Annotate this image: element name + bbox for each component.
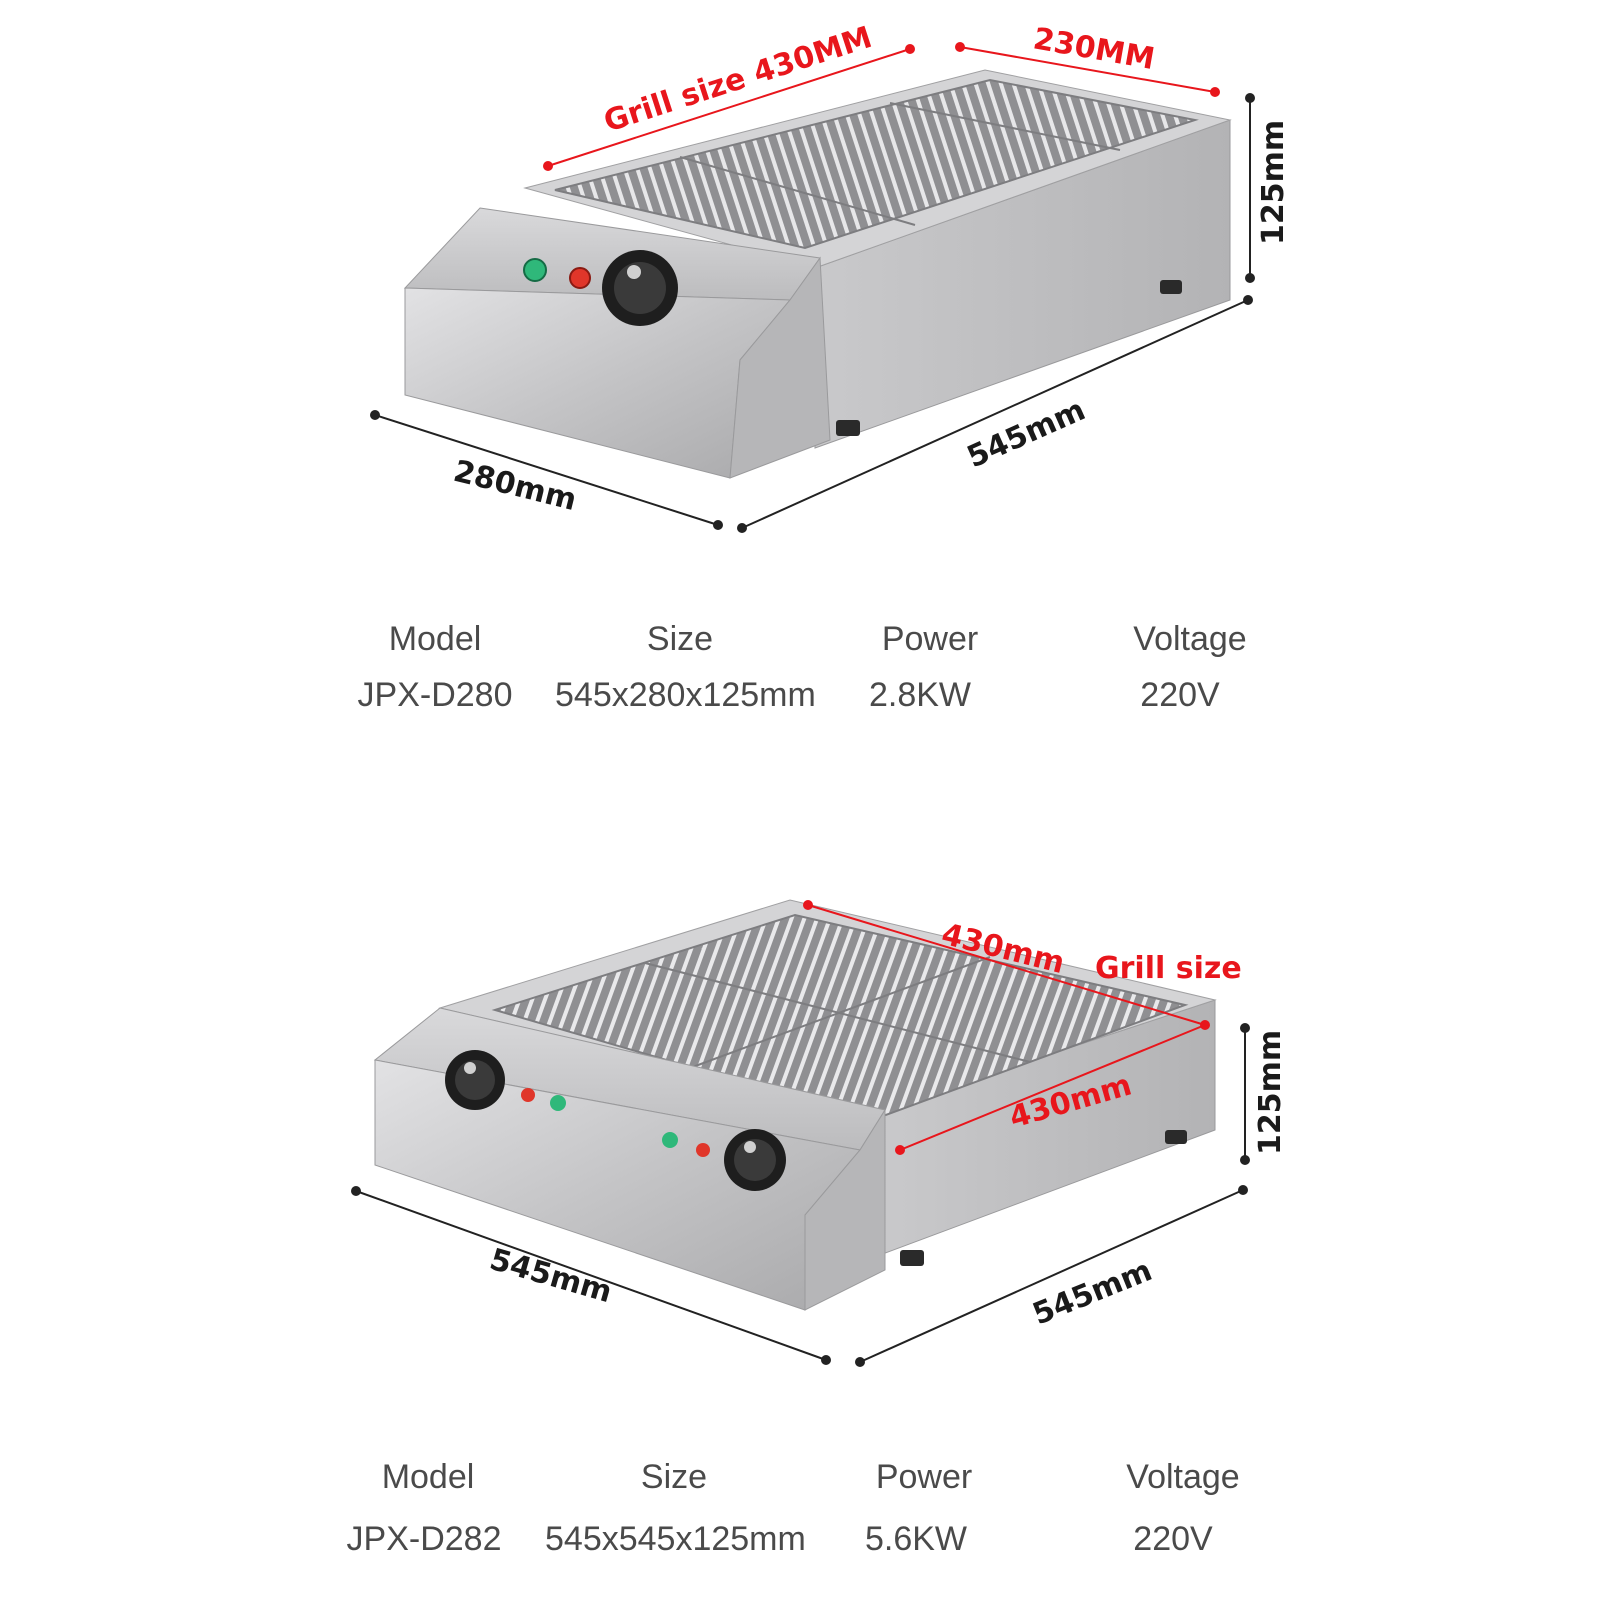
spec-value-power: 2.8KW xyxy=(868,676,972,714)
right-green-indicator-icon xyxy=(662,1132,678,1148)
spec-value-size: 545x280x125mm xyxy=(555,676,816,714)
spec2-header-size: Size xyxy=(640,1458,708,1496)
spec2-header-model: Model xyxy=(381,1458,475,1496)
length-right-label: 545mm xyxy=(1028,1253,1157,1332)
red-indicator-light-icon xyxy=(569,267,591,289)
spec2-value-power: 5.6KW xyxy=(864,1520,968,1558)
length-label: 545mm xyxy=(962,392,1091,475)
left-red-indicator-icon xyxy=(521,1088,535,1102)
spec2-value-size: 545x545x125mm xyxy=(545,1520,806,1558)
grill-single-illustration xyxy=(403,69,1232,479)
spec2-value-voltage: 220V xyxy=(1133,1520,1213,1558)
dimension-lines-product1 xyxy=(370,42,1255,533)
left-temperature-knob-icon xyxy=(445,1050,505,1110)
grill-size-caption: Grill size xyxy=(1095,951,1242,986)
right-temperature-knob-icon xyxy=(724,1129,786,1191)
spec-header-size: Size xyxy=(646,620,714,658)
spec-header-voltage: Voltage xyxy=(1133,620,1247,658)
green-indicator-light-icon xyxy=(523,258,547,282)
height-label: 125mm xyxy=(1256,120,1291,245)
dimension-lines-product2 xyxy=(351,900,1250,1367)
left-green-indicator-icon xyxy=(550,1095,566,1111)
spec2-header-power: Power xyxy=(875,1458,973,1496)
spec-header-power: Power xyxy=(881,620,979,658)
spec2-header-voltage: Voltage xyxy=(1126,1458,1240,1496)
temperature-knob-icon xyxy=(602,250,678,326)
right-red-indicator-icon xyxy=(696,1143,710,1157)
spec-value-voltage: 220V xyxy=(1140,676,1220,714)
length-left-label: 545mm xyxy=(486,1242,616,1310)
height-label-2: 125mm xyxy=(1253,1030,1288,1155)
spec-header-model: Model xyxy=(388,620,482,658)
spec-value-model: JPX-D280 xyxy=(357,676,513,714)
width-label: 280mm xyxy=(450,454,580,518)
spec2-value-model: JPX-D282 xyxy=(346,1520,502,1558)
grill-depth-label: 230MM xyxy=(1031,21,1158,77)
